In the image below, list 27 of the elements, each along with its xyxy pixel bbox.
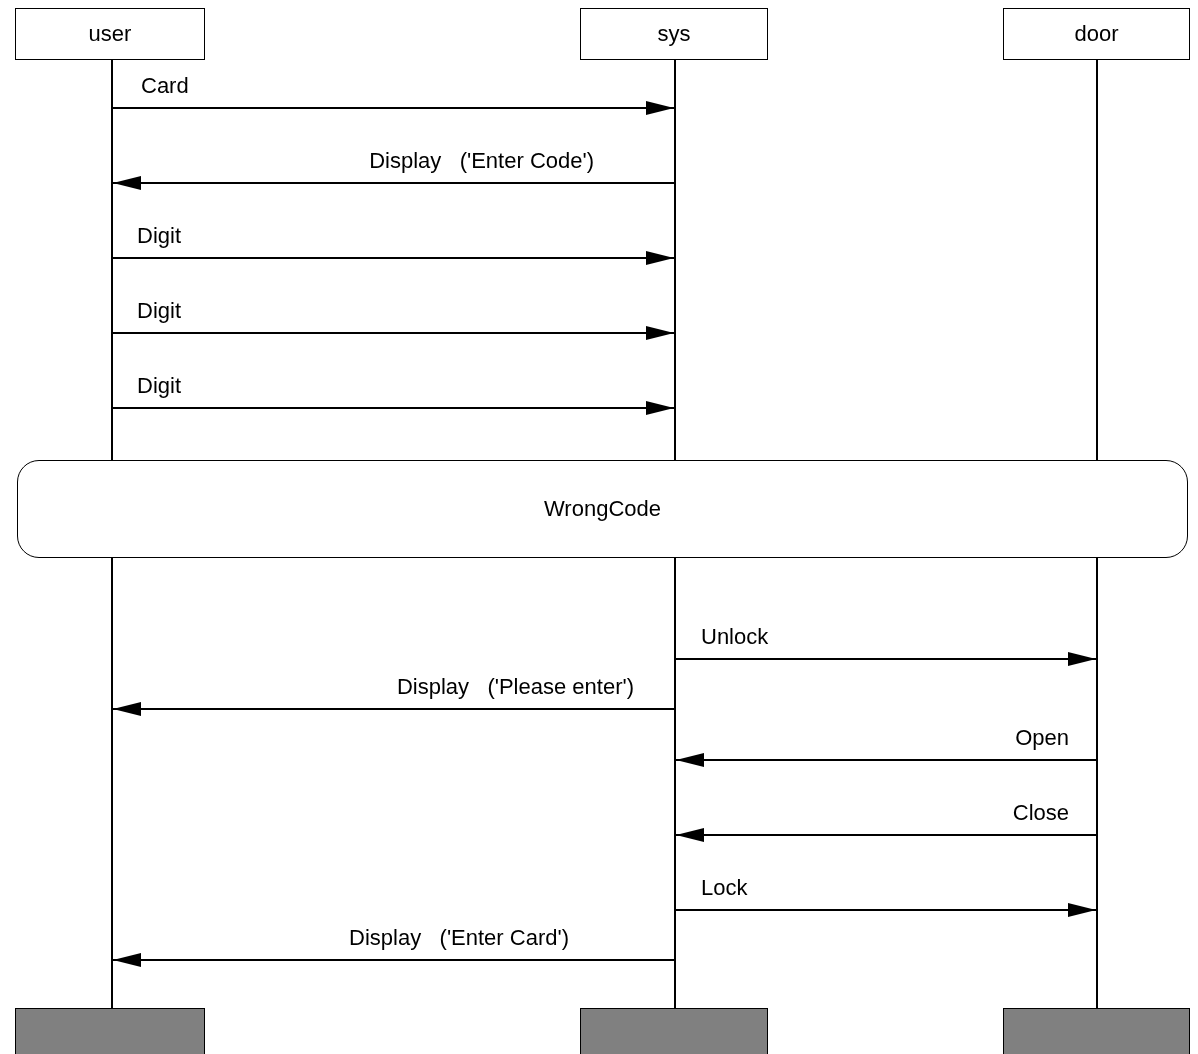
lifeline-end-bar (580, 1008, 768, 1054)
lifeline (1096, 60, 1098, 1008)
edge-label: Digit (137, 224, 181, 248)
message-arrow (675, 753, 1097, 767)
message-arrow (675, 828, 1097, 842)
edge-label: Digit (137, 374, 181, 398)
lifeline-end-bar (1003, 1008, 1190, 1054)
actor-box: sys (580, 8, 768, 60)
edge-label: Display ('Please enter') (396, 675, 634, 699)
lifeline (674, 60, 676, 1008)
message-arrow (112, 326, 675, 340)
edge-label: Display ('Enter Card') (349, 926, 569, 950)
actor-box: door (1003, 8, 1190, 60)
message-arrow (112, 176, 675, 190)
message-arrow (112, 953, 675, 967)
actor-box: user (15, 8, 205, 60)
lifeline (111, 60, 113, 1008)
edge-label: Digit (137, 299, 181, 323)
message-arrow (112, 702, 675, 716)
message-arrow (112, 251, 675, 265)
message-arrow (112, 401, 675, 415)
reference-box: WrongCode (17, 460, 1188, 558)
edge-label: Display ('Enter Code') (369, 149, 594, 173)
message-arrow (675, 652, 1097, 666)
lifeline-end-bar (15, 1008, 205, 1054)
message-arrow (112, 101, 675, 115)
message-arrow (675, 903, 1097, 917)
